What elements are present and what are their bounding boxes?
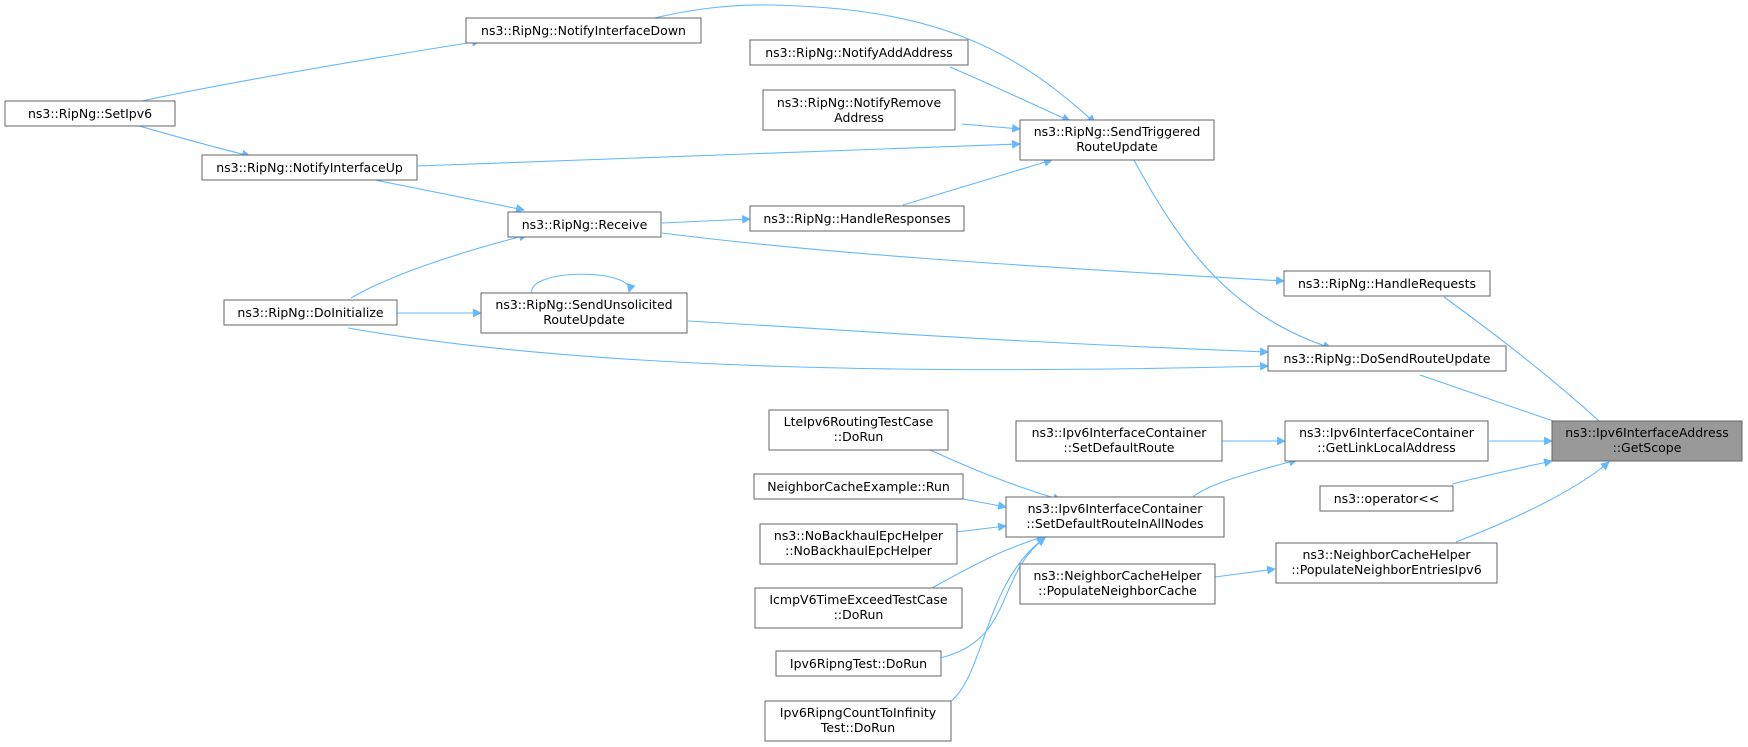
node-label-line1: ns3::NeighborCacheHelper [1302, 547, 1471, 562]
node-label: NeighborCacheExample::Run [767, 479, 950, 494]
node-label: ns3::RipNg::NotifyInterfaceUp [216, 160, 403, 175]
node-label-line2: RouteUpdate [1076, 139, 1158, 154]
node-operator-shift-left[interactable]: ns3::operator<< [1319, 485, 1454, 512]
node-set-default-route-in-all-nodes[interactable]: ns3::Ipv6InterfaceContainer ::SetDefault… [1005, 496, 1225, 538]
node-label-line2: Address [834, 110, 884, 125]
edge-getLinkLocal-to-setDefaultRouteAll [1189, 457, 1298, 501]
edge-doSendRouteUpdate-to-sendUnsolicited [687, 320, 1269, 357]
node-label-line2: Test::DoRun [820, 720, 895, 735]
node-label-line2: ::PopulateNeighborEntriesIpv6 [1291, 562, 1481, 577]
node-get-scope-focus[interactable]: ns3::Ipv6InterfaceAddress ::GetScope [1551, 420, 1743, 462]
node-label: Ipv6RipngTest::DoRun [790, 656, 927, 671]
node-label-line1: ns3::RipNg::NotifyRemove [777, 95, 942, 110]
node-label-line1: ns3::RipNg::SendTriggered [1034, 124, 1201, 139]
node-label-line1: ns3::Ipv6InterfaceContainer [1028, 501, 1204, 516]
edge-getScope-to-handleRequests [1443, 296, 1610, 431]
edge-setDefaultRouteAll-to-neighborCacheRun [962, 498, 1007, 510]
node-handle-requests[interactable]: ns3::RipNg::HandleRequests [1283, 270, 1491, 297]
node-label: ns3::RipNg::Receive [522, 217, 648, 232]
node-label: ns3::operator<< [1334, 491, 1440, 506]
node-icmpv6-time-exceed-test-case-dorun[interactable]: IcmpV6TimeExceedTestCase ::DoRun [754, 587, 963, 629]
node-label-line1: ns3::RipNg::SendUnsolicited [495, 297, 672, 312]
node-populate-neighbor-cache[interactable]: ns3::NeighborCacheHelper ::PopulateNeigh… [1019, 563, 1216, 605]
node-notify-interface-down[interactable]: ns3::RipNg::NotifyInterfaceDown [465, 17, 702, 44]
node-label: ns3::RipNg::DoSendRouteUpdate [1284, 351, 1491, 366]
node-notify-remove-address[interactable]: ns3::RipNg::NotifyRemove Address [762, 89, 956, 131]
node-label-line2: ::GetLinkLocalAddress [1317, 440, 1455, 455]
node-label-line2: ::SetDefaultRouteInAllNodes [1026, 516, 1203, 531]
node-label-line2: ::PopulateNeighborCache [1038, 583, 1197, 598]
node-send-unsolicited-route-update[interactable]: ns3::RipNg::SendUnsolicited RouteUpdate [480, 292, 688, 334]
node-label-line1: LteIpv6RoutingTestCase [784, 414, 934, 429]
edge-handleResponses-to-receive [661, 214, 751, 224]
node-label-line1: ns3::Ipv6InterfaceContainer [1032, 425, 1208, 440]
edge-populateNeighborEntries-to-populateNeighborCache [1214, 565, 1276, 578]
node-receive[interactable]: ns3::RipNg::Receive [507, 211, 662, 238]
node-label-line2: ::DoRun [834, 429, 884, 444]
node-label-line1: Ipv6RipngCountToInfinity [780, 705, 937, 720]
edge-doSendRouteUpdate-to-doInitialize [347, 327, 1269, 371]
edge-setDefaultRouteAll-to-icmpDoRun [931, 534, 1046, 589]
node-label-line2: ::DoRun [834, 607, 884, 622]
edge-getScope-to-operatorLtLt [1451, 458, 1553, 485]
node-label-line2: RouteUpdate [543, 312, 625, 327]
node-label-line1: IcmpV6TimeExceedTestCase [769, 592, 948, 607]
node-send-triggered-route-update[interactable]: ns3::RipNg::SendTriggered RouteUpdate [1019, 119, 1215, 161]
node-get-link-local-address[interactable]: ns3::Ipv6InterfaceContainer ::GetLinkLoc… [1284, 420, 1489, 462]
edge-notifyInterfaceUp-to-setIpv6 [131, 123, 251, 159]
node-populate-neighbor-entries-ipv6[interactable]: ns3::NeighborCacheHelper ::PopulateNeigh… [1275, 542, 1498, 584]
node-label-line2: ::NoBackhaulEpcHelper [785, 543, 933, 558]
node-notify-add-address[interactable]: ns3::RipNg::NotifyAddAddress [749, 39, 969, 66]
edge-receive-to-doInitialize [350, 232, 528, 299]
node-lte-ipv6-routing-test-case-dorun[interactable]: LteIpv6RoutingTestCase ::DoRun [768, 409, 949, 451]
edge-sendTriggered-to-notifyInterfaceUp [416, 139, 1021, 167]
node-set-default-route[interactable]: ns3::Ipv6InterfaceContainer ::SetDefault… [1015, 420, 1223, 462]
node-no-backhaul-epc-helper[interactable]: ns3::NoBackhaulEpcHelper ::NoBackhaulEpc… [759, 523, 958, 565]
function-nodes: ns3::RipNg::NotifyInterfaceDown ns3::Rip… [4, 17, 1743, 742]
edge-notifyInterfaceDown-to-setIpv6 [141, 37, 481, 102]
node-ipv6-ripng-test-dorun[interactable]: Ipv6RipngTest::DoRun [775, 650, 942, 677]
node-label: ns3::RipNg::HandleRequests [1298, 276, 1476, 291]
node-label: ns3::RipNg::DoInitialize [237, 305, 384, 320]
edge-sendTriggered-to-handleResponses [902, 158, 1053, 206]
node-label-line1: ns3::NoBackhaulEpcHelper [774, 528, 944, 543]
edge-setDefaultRouteAll-to-noBackhaul [955, 522, 1007, 533]
node-label-line1: ns3::NeighborCacheHelper [1033, 568, 1202, 583]
node-set-ipv6[interactable]: ns3::RipNg::SetIpv6 [4, 100, 176, 127]
edge-doSendRouteUpdate-to-sendTriggered [1133, 159, 1332, 350]
edge-getScope-to-populateNeighborEntries [1455, 461, 1610, 543]
node-ipv6-ripng-count-to-infinity-dorun[interactable]: Ipv6RipngCountToInfinity Test::DoRun [764, 700, 952, 742]
node-do-initialize[interactable]: ns3::RipNg::DoInitialize [223, 299, 398, 326]
node-label: ns3::RipNg::HandleResponses [763, 211, 950, 226]
node-label: ns3::RipNg::NotifyInterfaceDown [481, 23, 686, 38]
edge-handleRequests-to-receive [661, 232, 1285, 285]
edge-receive-to-notifyInterfaceUp [374, 179, 525, 213]
node-handle-responses[interactable]: ns3::RipNg::HandleResponses [749, 205, 965, 232]
edge-setDefaultRouteAll-to-ripngDoRun [939, 537, 1046, 659]
node-label-line2: ::SetDefaultRoute [1064, 440, 1175, 455]
node-label-line2: ::GetScope [1613, 440, 1682, 455]
node-label-line1: ns3::Ipv6InterfaceAddress [1565, 425, 1729, 440]
node-do-send-route-update[interactable]: ns3::RipNg::DoSendRouteUpdate [1267, 345, 1507, 372]
edge-sendTriggered-to-notifyRemoveAddress [961, 123, 1021, 133]
node-label: ns3::RipNg::SetIpv6 [28, 106, 152, 121]
edge-sendUnsolicited-self [531, 273, 636, 295]
edge-sendTriggered-to-notifyAddAddress [949, 66, 1071, 122]
edge-setDefaultRouteAll-to-ripngCountDoRun [949, 537, 1046, 703]
node-notify-interface-up[interactable]: ns3::RipNg::NotifyInterfaceUp [201, 154, 418, 181]
node-neighbor-cache-example-run[interactable]: NeighborCacheExample::Run [753, 473, 964, 500]
node-label-line1: ns3::Ipv6InterfaceContainer [1299, 425, 1475, 440]
edge-sendTriggered-to-notifyInterfaceDown [649, 4, 1096, 124]
call-edges [131, 4, 1610, 703]
node-label: ns3::RipNg::NotifyAddAddress [765, 45, 953, 60]
edge-setDefaultRouteAll-to-lteDoRun [929, 449, 1062, 502]
